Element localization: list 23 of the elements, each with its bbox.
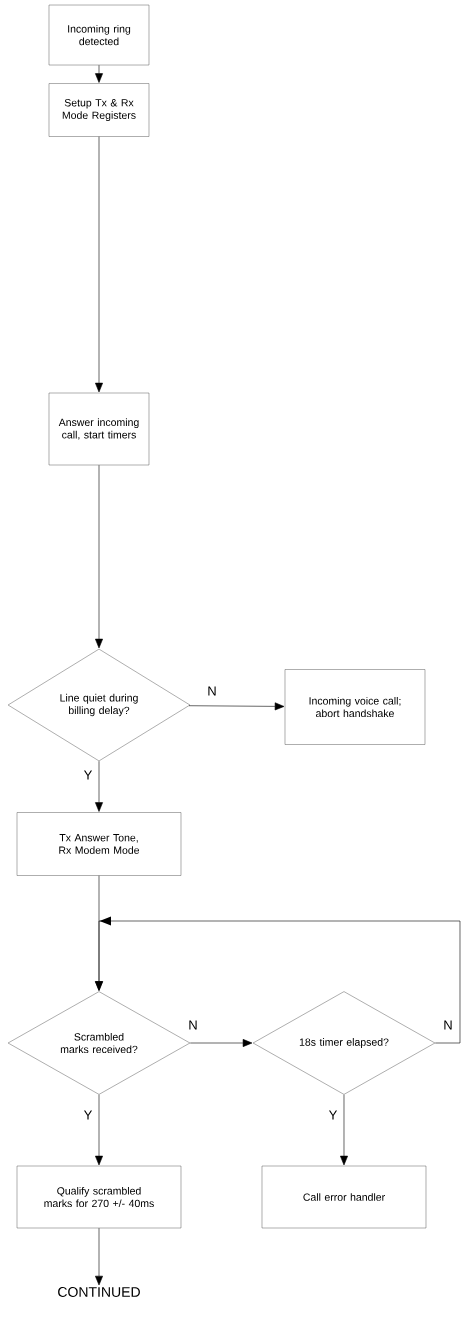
arrow [95,760,103,812]
edge-label: Y [327,1109,339,1121]
arrow [189,1039,253,1047]
arrow [340,1094,348,1166]
process-box: Tx Answer Tone, Rx Modem Mode [16,812,182,876]
arrow [188,702,285,711]
arrow [95,1227,103,1286]
process-box: Incoming voice call; abort handshake [284,669,426,745]
process-box: Qualify scrambled marks for 270 +/- 40ms [16,1165,182,1229]
arrow [95,136,103,393]
edge-label: Y [82,769,94,781]
process-box: Setup Tx & Rx Mode Registers [48,83,150,137]
edge-label: N [442,1019,454,1031]
edge-label: Y [82,1109,94,1121]
arrow [95,1094,103,1166]
end-label: CONTINUED [58,1287,140,1297]
arrow [95,64,103,83]
process-box: Incoming ring detected [48,4,150,66]
arrow [95,464,103,649]
loop-arrow [95,916,461,1044]
edge-label: N [206,685,218,697]
process-box: Call error handler [261,1165,427,1229]
process-box: Answer incoming call, start timers [48,392,150,466]
